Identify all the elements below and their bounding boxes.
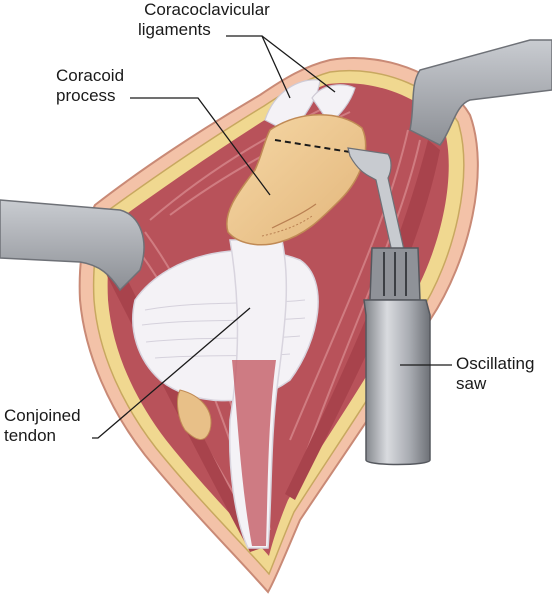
leader-coracoid (130, 97, 271, 196)
left-retractor (0, 199, 145, 292)
label-conjoined-tendon: Conjoined tendon (4, 406, 81, 446)
label-cc-line1: Coracoclavicular (144, 0, 270, 19)
coracoid-process-bone (226, 114, 367, 246)
saw-head-slots (383, 252, 407, 296)
right-retractor (409, 39, 552, 146)
right-muscle-band (285, 140, 440, 500)
osteotomy-line (274, 139, 351, 153)
label-coracoid-line2: process (56, 86, 116, 105)
label-conjoined-line2: tendon (4, 426, 56, 445)
lower-bone (177, 389, 212, 440)
saw-body (363, 299, 431, 466)
label-coracoid-process: Coracoid process (56, 66, 124, 106)
leader-cc-2 (261, 35, 336, 93)
label-conjoined-line1: Conjoined (4, 406, 81, 425)
label-oscillating-saw: Oscillating saw (456, 354, 534, 394)
leader-lines (92, 35, 452, 439)
label-saw-line1: Oscillating (456, 354, 535, 373)
label-coracoclavicular-ligaments: Coracoclavicular ligaments (132, 0, 282, 40)
label-saw-line2: saw (456, 374, 487, 393)
leader-conjoined (92, 307, 251, 439)
label-cc-line2: ligaments (138, 20, 211, 39)
label-coracoid-line1: Coracoid (56, 66, 125, 85)
